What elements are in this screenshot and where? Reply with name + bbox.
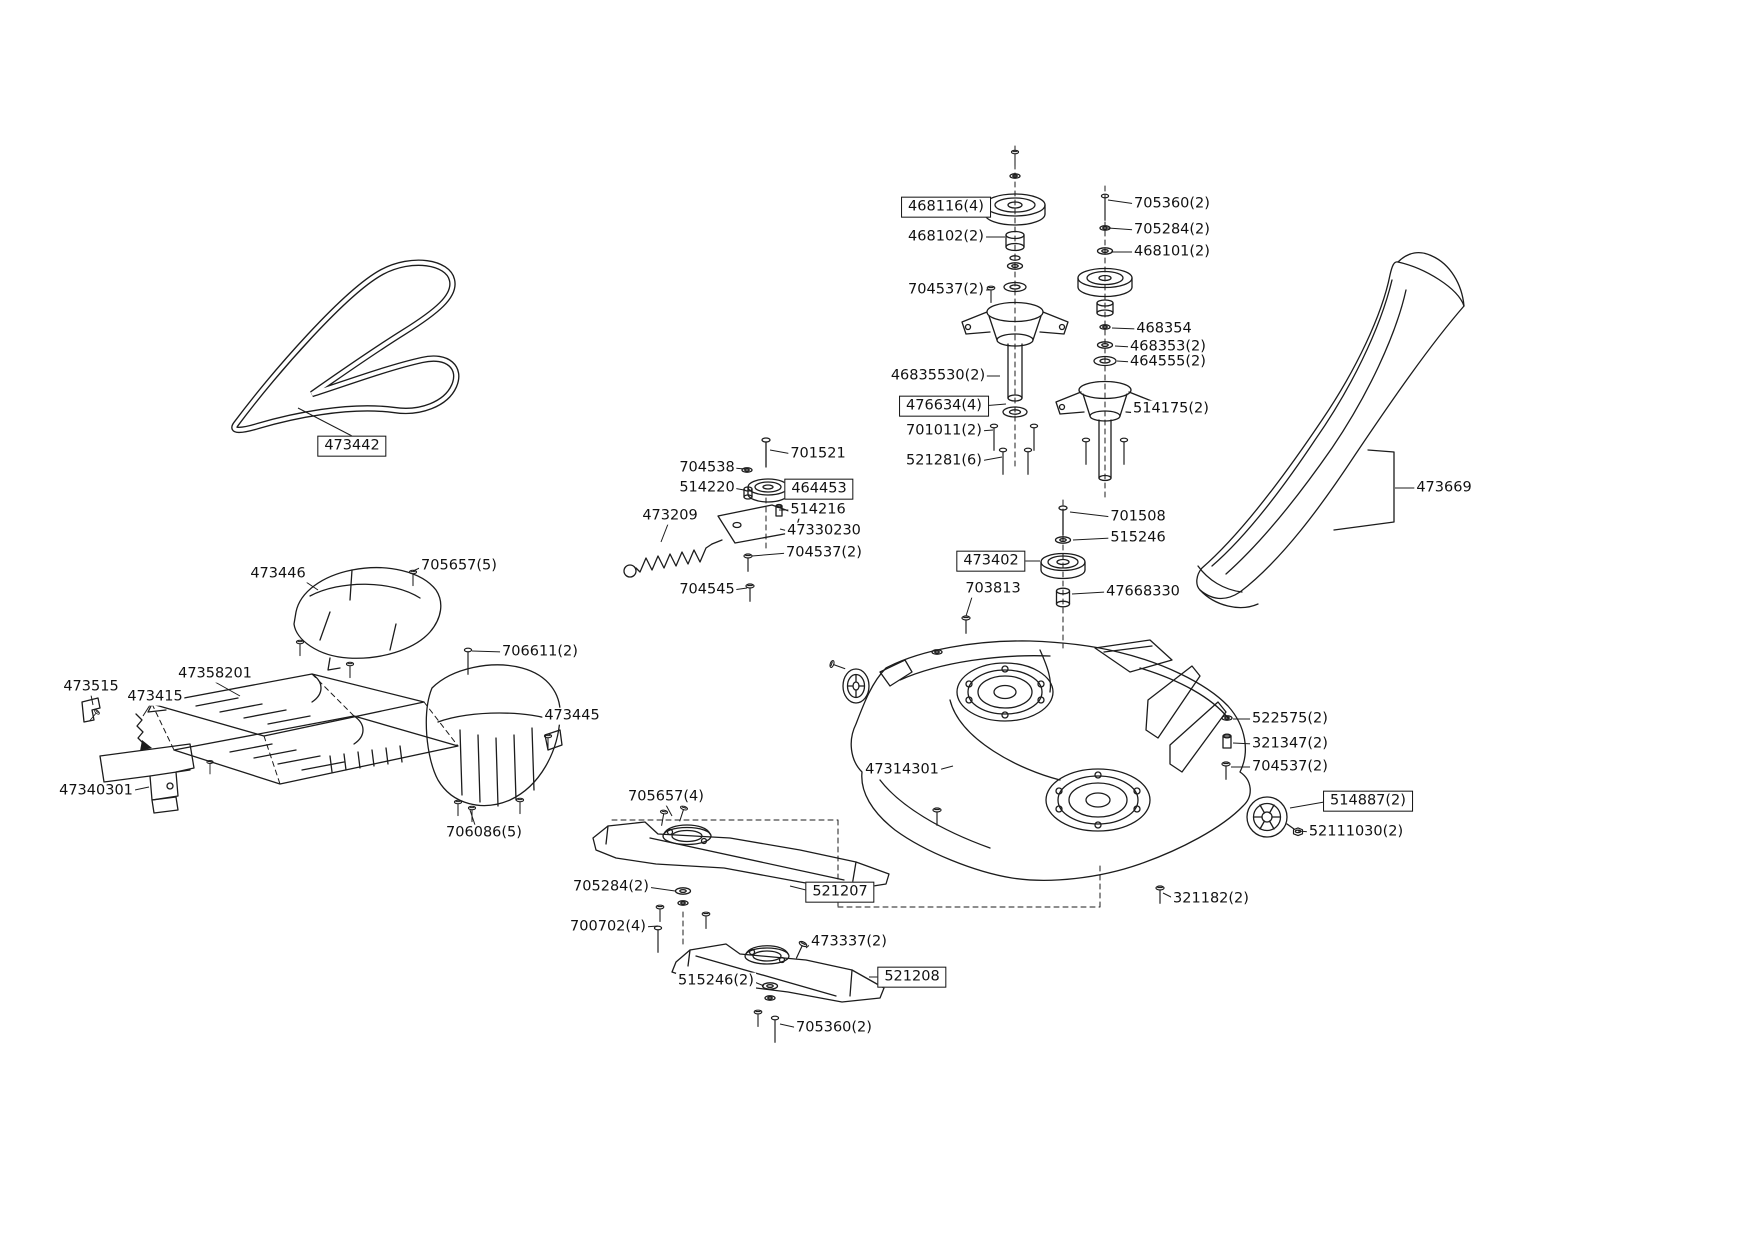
leader-line-704545 (732, 587, 748, 591)
leader-line-514887(2) (1289, 800, 1331, 809)
leader-line-47330230 (779, 528, 789, 532)
leader-line-321347(2) (1232, 742, 1255, 745)
leader-line-473415 (142, 704, 151, 717)
leader-line-464555(2) (1116, 360, 1133, 363)
leader-line-705657(5) (412, 565, 425, 572)
leader-line-468353(2) (1114, 345, 1133, 348)
leader-line-468354 (1111, 327, 1139, 330)
leader-line-701521 (769, 449, 793, 455)
mower-deck (828, 639, 1304, 904)
deck-wheel-front (828, 659, 870, 704)
blade-upper (592, 804, 1101, 953)
leader-line-514175(2) (1132, 401, 1136, 410)
leader-line-521207 (789, 885, 815, 893)
leader-line-705284(2) (646, 886, 676, 892)
leader-line-47314301 (937, 765, 954, 771)
leader-line-703813 (965, 596, 973, 617)
drive-belt (231, 259, 460, 434)
leader-line-701011(2) (979, 429, 994, 432)
leader-line-515246 (1072, 537, 1113, 541)
leader-line-47340301 (129, 786, 150, 792)
leader-line-473337(2) (805, 941, 814, 949)
leader-line-476634(4) (981, 403, 1007, 407)
leader-line-321182(2) (1162, 892, 1176, 900)
leader-line-473446 (302, 579, 319, 591)
leader-line-473515 (90, 694, 94, 706)
leader-line-52111030(2) (1297, 830, 1312, 833)
leader-line-704537(2) (751, 552, 789, 557)
leader-line-705360(2) (779, 1023, 799, 1029)
clip-bracket (81, 697, 101, 723)
leader-line-514220 (732, 487, 745, 491)
clutch-assembly (961, 499, 1086, 649)
leader-line-515246(2) (751, 980, 765, 987)
tension-spring (623, 539, 723, 578)
lower-bracket (99, 743, 195, 814)
deck-wheel-right (1246, 796, 1304, 838)
leader-line-704538 (732, 467, 746, 470)
leader-line-705360(2) (1107, 199, 1137, 205)
leader-line-706611(2) (471, 650, 505, 653)
leader-line-473209 (660, 523, 669, 543)
leader-line-47668330 (1071, 591, 1107, 595)
blade-lower (671, 939, 885, 1043)
mulch-cover (425, 647, 563, 823)
leader-line-705657(4) (665, 804, 673, 817)
leader-line-473442 (297, 407, 353, 437)
small-spring (135, 713, 152, 751)
leader-line-705284(2) (1107, 227, 1137, 231)
leader-line-521281(6) (979, 456, 1003, 462)
belt-cover (293, 567, 442, 679)
leader-line-706086(5) (469, 809, 476, 826)
discharge-chute (1196, 251, 1465, 609)
leader-line-700702(4) (643, 925, 659, 928)
leader-line-47358201 (214, 681, 241, 697)
baffle-plates (147, 673, 459, 785)
leader-line-701508 (1069, 511, 1113, 518)
